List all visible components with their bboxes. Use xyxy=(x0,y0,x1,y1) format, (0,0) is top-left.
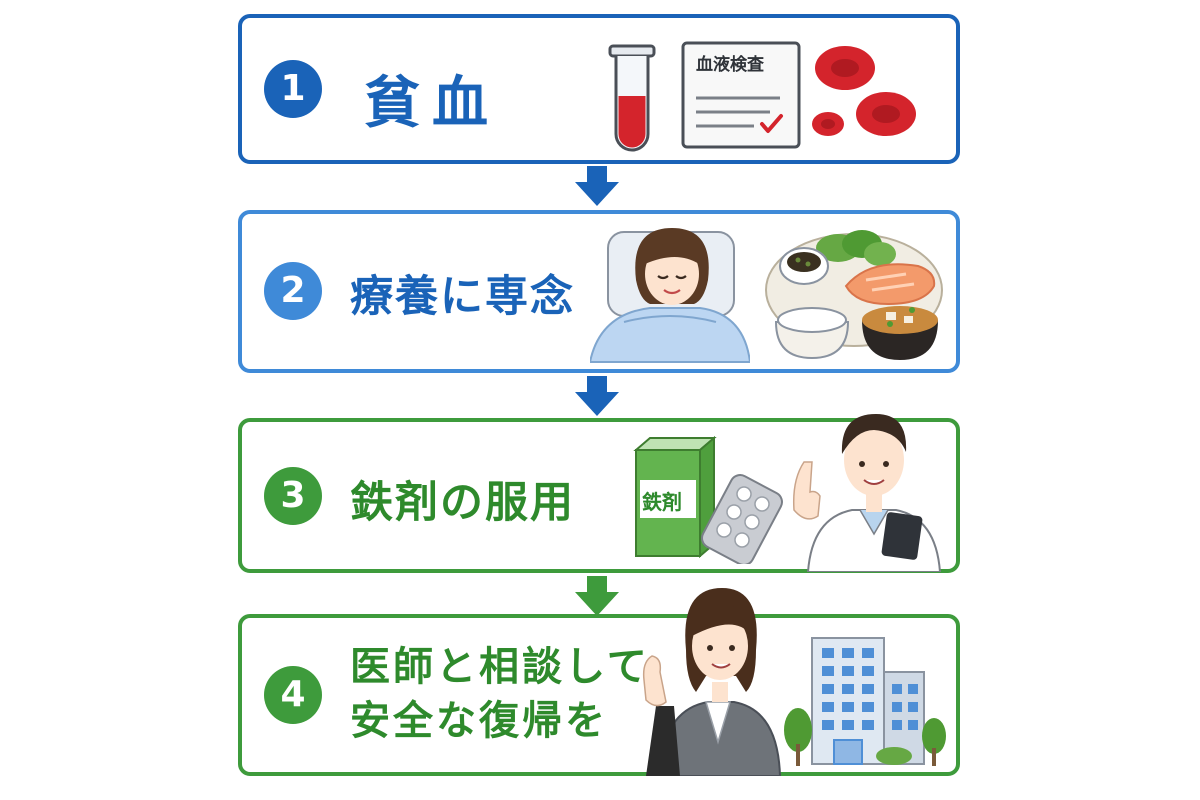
step-1-title: 貧血 xyxy=(364,71,500,136)
office-building-icon xyxy=(784,637,946,766)
step-2-box: 2 療養に専念 xyxy=(238,210,960,373)
pill-blister-icon xyxy=(701,474,783,564)
step-4-box: 4 医師と相談して 安全な復帰を xyxy=(238,588,960,776)
step-4-title-line-2: 安全な復帰を xyxy=(350,698,608,744)
step-3-title: 鉄剤の服用 xyxy=(350,478,575,528)
doctor-icon xyxy=(792,414,942,572)
red-blood-cells-icon xyxy=(812,46,916,136)
step-1-number: 1 xyxy=(264,60,322,118)
step-4-number: 4 xyxy=(264,666,322,724)
step-4-title-line-1: 医師と相談して xyxy=(350,644,650,690)
step-1-box: 1 貧血 血液検査 xyxy=(238,14,960,164)
japanese-meal-icon xyxy=(765,230,943,360)
step-2-title: 療養に専念 xyxy=(350,272,575,322)
iron-supplement-box-label: 鉄剤 xyxy=(642,490,682,514)
office-worker-woman-icon xyxy=(642,588,782,776)
step-3-box: 3 鉄剤の服用 鉄剤 xyxy=(238,414,960,573)
blood-test-label: 血液検査 xyxy=(696,55,764,75)
arrow-down-1 xyxy=(575,166,619,206)
step-4-title: 医師と相談して 安全な復帰を xyxy=(350,640,650,748)
arrow-down-3 xyxy=(575,576,619,616)
step-2-number: 2 xyxy=(264,262,322,320)
step-3-number: 3 xyxy=(264,467,322,525)
test-tube-icon xyxy=(608,44,656,152)
blood-test-sheet-icon xyxy=(681,41,801,149)
resting-woman-icon xyxy=(590,228,750,363)
arrow-down-2 xyxy=(575,376,619,416)
